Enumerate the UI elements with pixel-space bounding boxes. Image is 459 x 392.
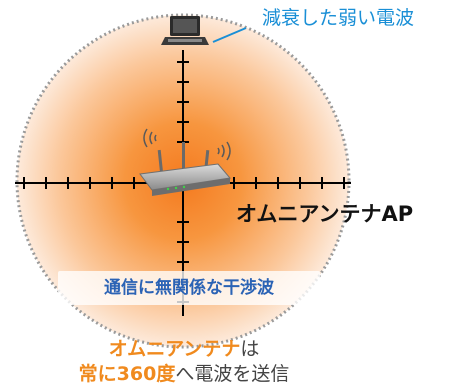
caption-highlight-360: 常に360度	[78, 363, 176, 385]
weak-signal-label: 減衰した弱い電波	[262, 7, 415, 29]
signal-waves-icon	[143, 128, 231, 161]
wireless-router-icon	[139, 142, 231, 196]
interference-label: 通信に無関係な干渉波	[58, 271, 320, 305]
interference-text: 通信に無関係な干渉波	[104, 277, 274, 298]
caption-line-2: 常に360度へ電波を送信	[0, 365, 368, 384]
caption-line-1: オムニアンテナは	[0, 340, 368, 359]
caption-text-ha: は	[240, 338, 260, 360]
omni-antenna-ap-label: オムニアンテナAP	[236, 202, 414, 226]
caption-text-send: へ電波を送信	[175, 363, 290, 385]
weak-signal-pointer	[212, 27, 247, 43]
coverage-boundary	[15, 13, 351, 349]
laptop-icon	[161, 16, 209, 45]
caption-highlight-omni: オムニアンテナ	[108, 338, 241, 360]
